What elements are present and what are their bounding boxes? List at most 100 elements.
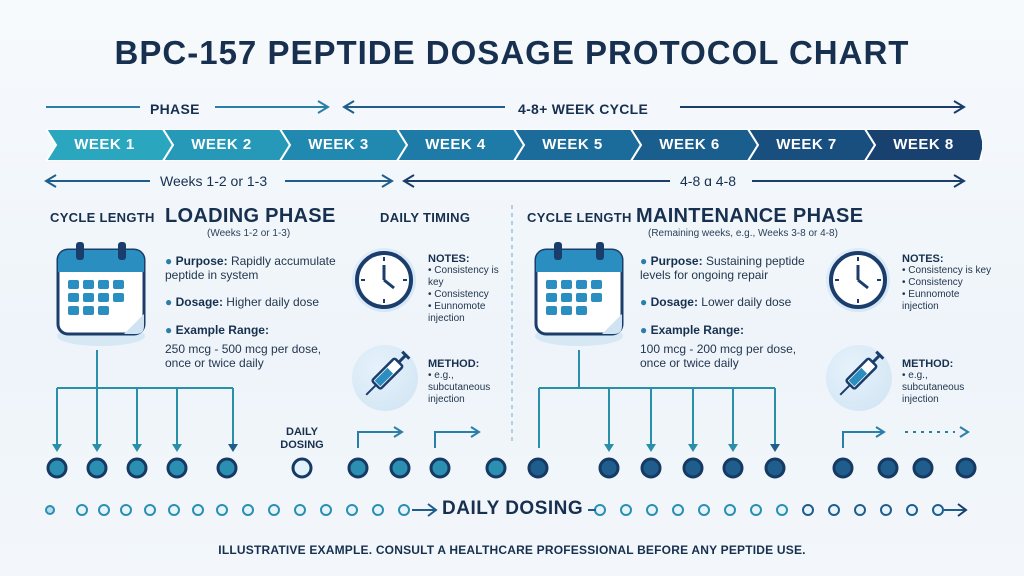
maintenance-note-3: • Eunnomote injection (902, 289, 960, 312)
week-bar (46, 129, 982, 161)
loading-note-2: • Consistency (428, 289, 489, 300)
timeline-dose-dot (46, 457, 68, 479)
daily-dose-dot (398, 504, 410, 516)
maintenance-cycle-length: CYCLE LENGTH (527, 210, 632, 225)
page-title: BPC-157 PEPTIDE DOSAGE PROTOCOL CHART (114, 34, 910, 71)
maintenance-notes-title: NOTES: (902, 253, 944, 265)
calendar-icon (52, 240, 150, 348)
disclaimer-footer: ILLUSTRATIVE EXAMPLE. CONSULT A HEALTHCA… (218, 543, 806, 557)
daily-dose-dot (346, 504, 358, 516)
daily-dose-dot (372, 504, 384, 516)
loading-method: METHOD: • e.g., subcutaneous injection (428, 358, 508, 406)
timeline-dose-dot (291, 457, 313, 479)
maintenance-example-range: ● Example Range: 100 mcg - 200 mcg per d… (640, 323, 797, 370)
loading-cycle-length: CYCLE LENGTH (50, 210, 155, 225)
loading-method-1: • e.g., subcutaneous injection (428, 370, 491, 405)
daily-dose-dot (294, 504, 306, 516)
maintenance-notes: NOTES: • Consistency is key • Consistenc… (902, 253, 992, 313)
dosing-timeline (40, 350, 980, 479)
maintenance-dosage: ● Dosage: Lower daily dose (640, 295, 792, 309)
daily-dose-dot (776, 504, 788, 516)
arrowhead-icon (427, 503, 438, 517)
week-chevron (161, 129, 292, 161)
timeline-dose-dot (126, 457, 148, 479)
timeline-dose-dot (347, 457, 369, 479)
week-chevron (46, 129, 175, 161)
loading-method-title: METHOD: (428, 358, 480, 370)
maintenance-phase-subtitle: (Remaining weeks, e.g., Weeks 3-8 or 4-8… (648, 228, 838, 239)
timeline-dose-dot (86, 457, 108, 479)
daily-dose-dot (672, 504, 684, 516)
arrowhead-icon (957, 503, 968, 517)
maintenance-note-2: • Consistency (902, 277, 963, 288)
loading-dosage: ● Dosage: Higher daily dose (165, 295, 319, 309)
week-chevron (395, 129, 526, 161)
week-5-label: WEEK 5 (542, 136, 603, 153)
daily-dose-dot (828, 504, 840, 516)
timeline-dose-dot (955, 457, 977, 479)
daily-dose-dot (880, 504, 892, 516)
daily-dose-dot (646, 504, 658, 516)
daily-dose-dot (594, 504, 606, 516)
week-8-label: WEEK 8 (893, 136, 954, 153)
maintenance-method: METHOD: • e.g., subcutaneous injection (902, 358, 992, 406)
daily-dose-dot (698, 504, 710, 516)
week-chevron (629, 129, 760, 161)
clock-icon (352, 248, 416, 312)
daily-dose-dot (906, 504, 918, 516)
daily-dose-dot (45, 505, 55, 515)
timeline-dose-dot (877, 457, 899, 479)
phase-divider (511, 205, 513, 445)
timeline-dose-dot (598, 457, 620, 479)
daily-dose-dot (120, 504, 132, 516)
daily-dose-dot (320, 504, 332, 516)
loading-note-1: • Consistency is key (428, 265, 499, 288)
daily-dosing-row (45, 503, 968, 517)
daily-dose-dot (216, 504, 228, 516)
syringe-icon (352, 345, 418, 411)
loading-phase-subtitle: (Weeks 1-2 or 1-3) (207, 228, 291, 239)
syringe-icon (826, 345, 892, 411)
week-7-label: WEEK 7 (776, 136, 837, 153)
timeline-dose-dot (640, 457, 662, 479)
daily-dose-dot (192, 504, 204, 516)
daily-dose-dot (854, 504, 866, 516)
timeline-dose-dot (166, 457, 188, 479)
week-labels: WEEK 1 WEEK 2 WEEK 3 WEEK 4 WEEK 5 WEEK … (46, 129, 982, 161)
timeline-dose-dot (722, 457, 744, 479)
timeline-dose-dot (429, 457, 451, 479)
timeline-dose-dot (216, 457, 238, 479)
timeline-dose-dot (389, 457, 411, 479)
loading-notes: NOTES: • Consistency is key • Consistenc… (428, 253, 508, 325)
loading-note-3: • Eunnomote injection (428, 301, 486, 324)
loading-range-label: Weeks 1-2 or 1-3 (160, 173, 268, 189)
loading-example-range: ● Example Range: 250 mcg - 500 mcg per d… (165, 323, 322, 370)
daily-dose-dot (802, 504, 814, 516)
daily-dose-dot (620, 504, 632, 516)
daily-dose-dot (144, 504, 156, 516)
loading-phase-title: LOADING PHASE (165, 205, 336, 227)
timeline-dose-dot (682, 457, 704, 479)
daily-dose-dot (268, 504, 280, 516)
daily-dose-dot (242, 504, 254, 516)
week-2-label: WEEK 2 (191, 136, 252, 153)
maintenance-purpose: ● Purpose: Sustaining peptide levels for… (640, 254, 805, 282)
week-1-label: WEEK 1 (74, 136, 135, 153)
maintenance-method-title: METHOD: (902, 358, 954, 370)
loading-notes-title: NOTES: (428, 253, 470, 265)
week-chevron (278, 129, 409, 161)
daily-dose-dot (76, 504, 88, 516)
maintenance-method-1: • e.g., subcutaneous injection (902, 370, 965, 405)
maintenance-note-1: • Consistency is key (902, 265, 992, 276)
loading-purpose: ● Purpose: Rapidly accumulate peptide in… (165, 254, 336, 282)
bottom-daily-dosing-label: DAILY DOSING (442, 498, 584, 519)
timeline-dose-dot (764, 457, 786, 479)
cycle-label: 4-8+ WEEK CYCLE (518, 101, 649, 117)
week-chevron (512, 129, 643, 161)
phase-label: PHASE (150, 101, 200, 117)
week-4-label: WEEK 4 (425, 136, 486, 153)
week-3-label: WEEK 3 (308, 136, 369, 153)
range-arrows (44, 174, 966, 188)
timeline-dose-dot (912, 457, 934, 479)
daily-dose-dot (98, 504, 110, 516)
